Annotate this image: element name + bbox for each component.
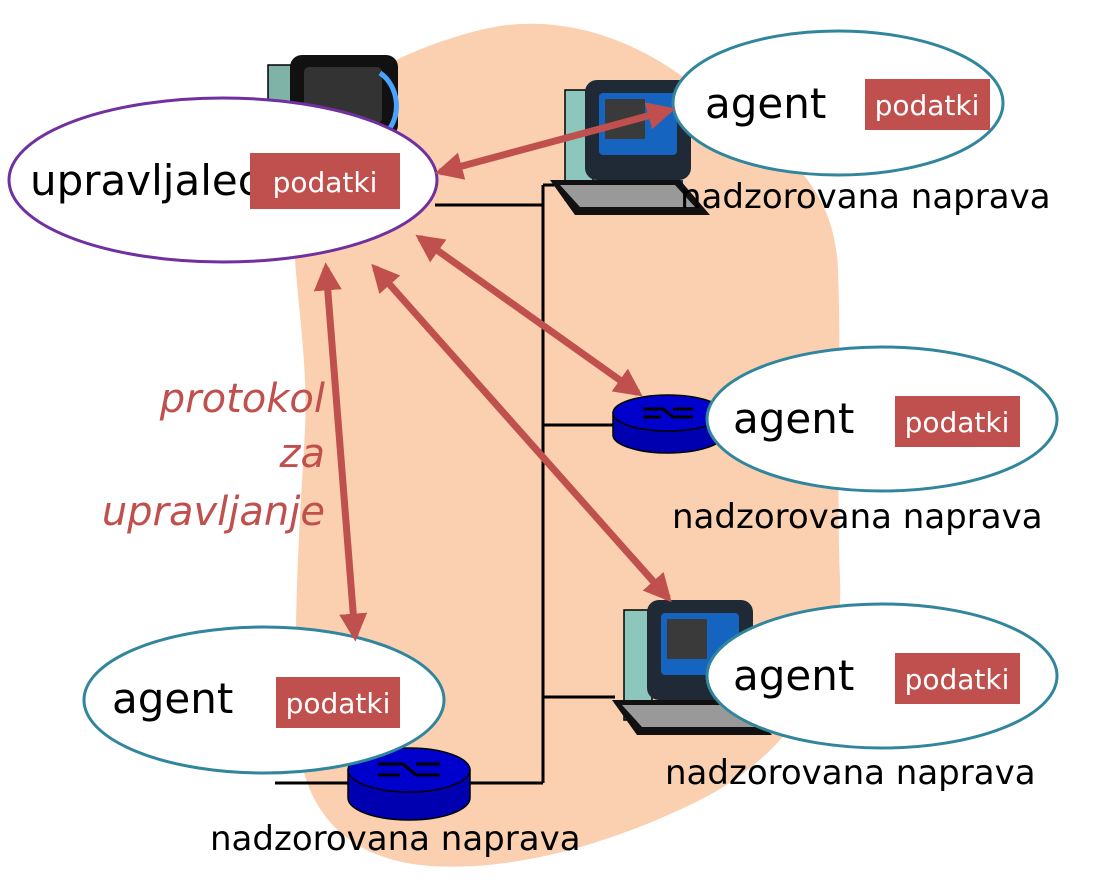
agent-label: agent bbox=[705, 79, 826, 128]
protocol-caption-line: protokol bbox=[159, 376, 325, 422]
managed-device-label: nadzorovana naprava bbox=[680, 177, 1051, 217]
managed-device-label: nadzorovana naprava bbox=[210, 819, 581, 859]
protocol-caption-line: upravljanje bbox=[102, 489, 325, 535]
agent-ellipse bbox=[82, 625, 446, 775]
agent-node: agent podatki nadzorovana naprava bbox=[82, 625, 581, 859]
agent-node: agent podatki nadzorovana naprava bbox=[671, 29, 1051, 217]
agent-data-tag-label: podatki bbox=[905, 406, 1010, 439]
agent-data-tag bbox=[895, 396, 1020, 447]
protocol-arrows bbox=[313, 102, 676, 642]
agent-label: agent bbox=[733, 394, 854, 443]
manager-label: upravljalec bbox=[30, 156, 261, 205]
protocol-arrow bbox=[313, 262, 368, 642]
router-icon bbox=[347, 747, 471, 821]
agent-label: agent bbox=[112, 674, 233, 723]
monitor-icon bbox=[612, 600, 772, 735]
manager-data-tag bbox=[250, 153, 400, 209]
agent-ellipse bbox=[705, 602, 1059, 750]
protocol-arrow bbox=[434, 102, 676, 180]
agent-data-tag bbox=[895, 653, 1020, 704]
agent-ellipse bbox=[705, 345, 1059, 493]
manager-ellipse bbox=[7, 96, 439, 264]
agent-data-tag bbox=[276, 677, 400, 728]
manager-node: upravljalec podatki bbox=[7, 96, 439, 264]
agent-label: agent bbox=[733, 651, 854, 700]
agent-node: agent podatki nadzorovana naprava bbox=[665, 602, 1059, 793]
agent-node: agent podatki nadzorovana naprava bbox=[672, 345, 1059, 537]
managed-device-label: nadzorovana naprava bbox=[665, 753, 1036, 793]
protocol-caption-line: za bbox=[278, 431, 325, 477]
agent-data-tag-label: podatki bbox=[905, 663, 1010, 696]
managed-device-label: nadzorovana naprava bbox=[672, 497, 1043, 537]
agent-data-tag-label: podatki bbox=[875, 89, 980, 122]
protocol-arrow bbox=[371, 263, 672, 603]
agent-data-tag-label: podatki bbox=[286, 687, 391, 720]
manager-data-tag-label: podatki bbox=[273, 166, 378, 199]
protocol-caption: protokol za upravljanje bbox=[102, 376, 325, 535]
agent-data-tag bbox=[865, 79, 990, 130]
